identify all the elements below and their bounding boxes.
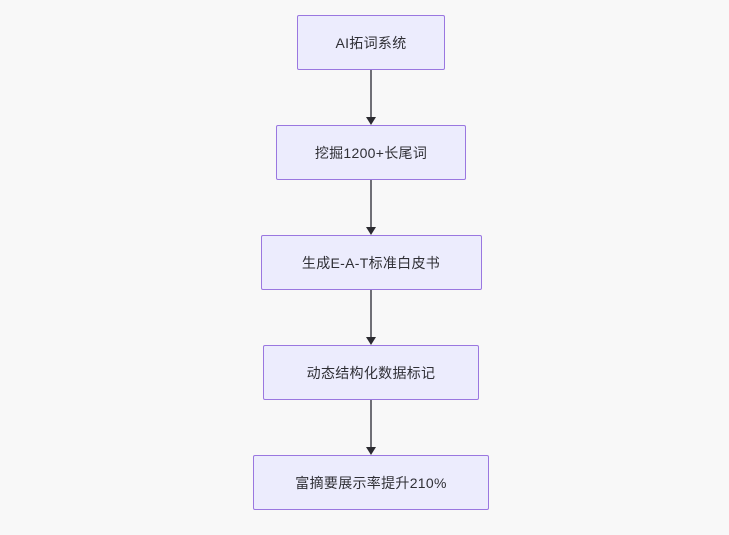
arrow-down-icon [366, 447, 376, 455]
flow-edge-node2-to-node3 [365, 180, 377, 235]
flow-node-label: 挖掘1200+长尾词 [314, 144, 428, 161]
arrow-down-icon [366, 227, 376, 235]
edge-line [370, 180, 372, 228]
arrow-down-icon [366, 337, 376, 345]
arrow-down-icon [366, 117, 376, 125]
flow-node-generate-eat-whitepaper[interactable]: 生成E-A-T标准白皮书 [260, 235, 482, 290]
flow-node-ai-keyword-system[interactable]: AI拓词系统 [297, 15, 445, 70]
edge-line [370, 70, 372, 118]
flow-edge-node1-to-node2 [365, 70, 377, 125]
flow-node-dynamic-structured-data-markup[interactable]: 动态结构化数据标记 [263, 345, 479, 400]
flowchart-node-stack: AI拓词系统 挖掘1200+长尾词 生成E-A-T标准白皮书 动 [253, 0, 489, 510]
flow-node-label: 动态结构化数据标记 [306, 364, 436, 381]
flow-node-mine-longtail-keywords[interactable]: 挖掘1200+长尾词 [276, 125, 466, 180]
flow-node-label: 富摘要展示率提升210% [295, 474, 447, 491]
flow-node-label: 生成E-A-T标准白皮书 [301, 254, 441, 271]
flow-node-label: AI拓词系统 [335, 34, 407, 51]
edge-line [370, 400, 372, 448]
flow-edge-node4-to-node5 [365, 400, 377, 455]
flow-node-rich-snippet-impression-lift[interactable]: 富摘要展示率提升210% [253, 455, 489, 510]
edge-line [370, 290, 372, 338]
flow-edge-node3-to-node4 [365, 290, 377, 345]
